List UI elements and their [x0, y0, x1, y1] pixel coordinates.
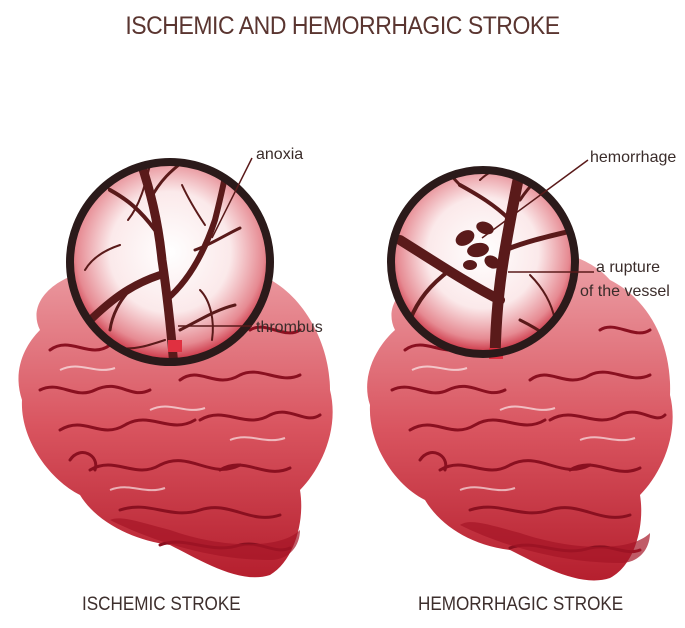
thrombus-marker	[168, 340, 182, 352]
caption-ischemic: ISCHEMIC STROKE	[82, 594, 241, 616]
label-hemorrhage: hemorrhage	[590, 149, 676, 166]
label-thrombus: thrombus	[256, 319, 323, 336]
label-of-the-vessel: of the vessel	[580, 283, 670, 300]
caption-hemorrhagic: HEMORRHAGIC STROKE	[418, 594, 623, 616]
label-anoxia: anoxia	[256, 146, 303, 163]
label-rupture: a rupture	[596, 259, 660, 276]
